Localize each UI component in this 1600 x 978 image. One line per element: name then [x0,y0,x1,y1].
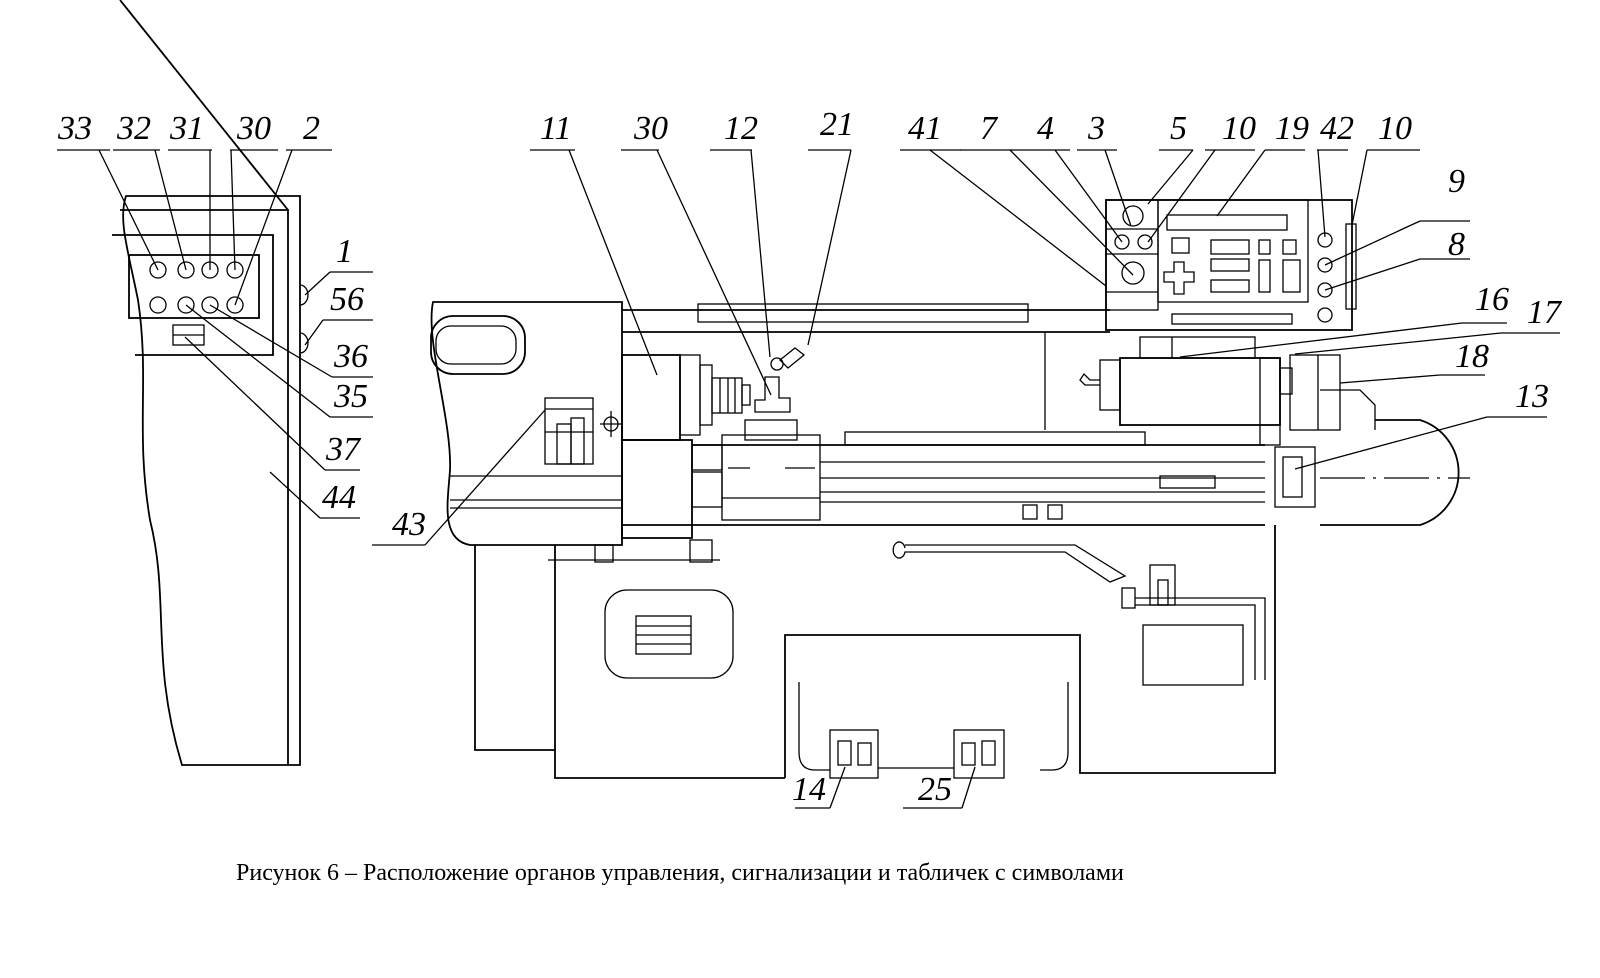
tail-guard [1320,419,1460,526]
lathe-machine [430,301,1470,779]
control-pendant [112,0,309,766]
label-4: 4 [1037,110,1054,147]
knob-7 [1121,261,1145,285]
label-1: 1 [336,233,353,270]
button-8 [1317,282,1333,298]
callout-labels: 33 32 31 30 2 1 56 36 35 37 44 11 30 12 … [57,106,1563,808]
button-10 [1137,234,1153,250]
label-30-pendant: 30 [236,110,271,147]
label-37: 37 [325,431,362,468]
button-row2-1 [149,296,167,314]
label-13: 13 [1515,378,1549,415]
label-9: 9 [1448,163,1465,200]
label-33: 33 [57,110,92,147]
label-12: 12 [724,110,758,147]
label-44: 44 [322,479,356,516]
label-14: 14 [792,771,826,808]
headstock [430,301,623,546]
lever-21 [779,347,806,369]
button-32 [177,261,195,279]
label-36: 36 [333,338,368,375]
button-5 [1122,205,1144,227]
label-25: 25 [918,771,952,808]
pendant-buttons [149,261,244,314]
button-35 [177,296,195,314]
label-7: 7 [980,110,999,147]
label-18: 18 [1455,338,1489,375]
label-5: 5 [1170,110,1187,147]
label-10-side: 10 [1378,110,1412,147]
tailstock [1119,357,1281,426]
lathe-leaders [372,149,1560,809]
label-11: 11 [540,110,571,147]
label-41: 41 [908,110,942,147]
button-4 [1114,234,1130,250]
pedal-25 [953,729,1005,779]
label-8: 8 [1448,226,1465,263]
label-42: 42 [1320,110,1354,147]
label-2: 2 [303,110,320,147]
label-19: 19 [1275,110,1309,147]
indicator-13 [1282,456,1303,498]
button-2 [226,296,244,314]
button-9 [1317,257,1333,273]
tool-post [754,376,791,413]
pedal-14 [829,729,879,779]
label-32: 32 [116,110,151,147]
base-window [604,589,734,679]
panel-19 [1157,199,1309,303]
button-panel [128,254,260,319]
label-35: 35 [333,378,368,415]
pump [1142,624,1244,686]
figure-caption: Рисунок 6 – Расположение органов управле… [236,860,1124,886]
label-31: 31 [169,110,204,147]
label-30-tool: 30 [633,110,668,147]
label-56: 56 [330,281,364,318]
button-36 [201,296,219,314]
carriage [721,434,821,521]
top-rail [697,303,1029,323]
headstock-window [430,315,526,375]
lever-knob-12 [770,357,784,371]
label-21: 21 [820,106,854,143]
button-1 [299,284,309,306]
label-10-panel: 10 [1222,110,1256,147]
label-43: 43 [392,506,426,543]
label-3: 3 [1087,110,1105,147]
main-control-panel [1105,199,1357,331]
button-33 [149,261,167,279]
sign-43 [544,397,594,465]
label-16: 16 [1475,281,1509,318]
button-56 [299,332,309,354]
pendant-leaders [57,149,373,519]
label-17: 17 [1527,294,1563,331]
